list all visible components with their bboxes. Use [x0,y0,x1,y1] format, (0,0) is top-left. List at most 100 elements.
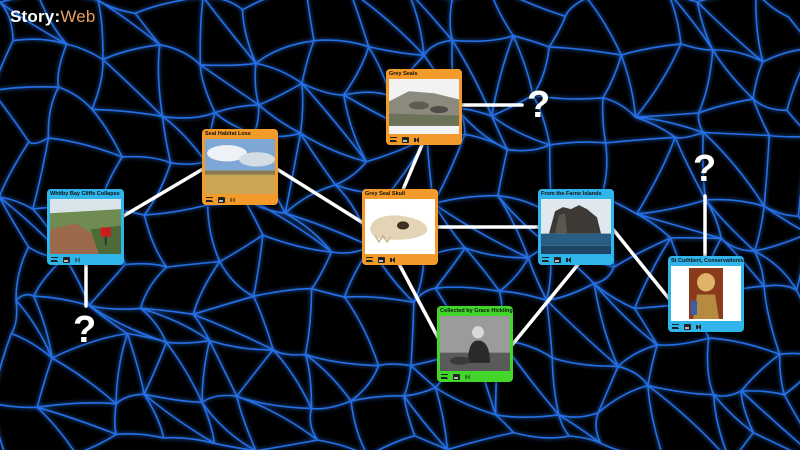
card-from-the-farne-islands[interactable]: From the Farne Islands [538,189,614,265]
image-icon[interactable] [218,196,225,203]
network-strand [778,354,786,396]
network-strand [621,43,681,56]
network-strand [532,46,550,96]
network-strand [712,394,727,450]
network-strand [88,304,141,310]
card-title: Grey Seals [389,71,418,77]
audio-icon[interactable] [75,256,82,263]
network-strand [605,136,676,144]
image-icon[interactable] [63,256,70,263]
network-strand [0,141,30,198]
network-strand [647,384,714,396]
link-greyseals-skull [400,138,426,194]
network-strand [116,432,164,439]
network-strand [258,82,303,106]
network-strand [434,387,449,450]
network-strand [545,300,553,358]
network-strand [464,247,501,292]
audio-icon[interactable] [566,256,573,263]
network-strand [206,204,221,262]
unknown-link-greyseals[interactable]: ? [527,84,551,126]
text-icon[interactable] [366,257,373,262]
card-whitby-bay-cliffs[interactable]: Whitby Bay Cliffs Collapse [47,189,124,265]
network-strand [299,132,367,163]
network-strand [305,353,352,402]
card-title: From the Farne Islands [541,191,602,197]
card-collected-by-grace-hickling[interactable]: Collected by Grace Hickling [437,306,513,382]
network-strand [783,381,800,396]
network-strand [91,59,104,110]
network-strand [600,442,621,450]
app-logo[interactable]: Story:Web [10,7,96,27]
network-strand [0,403,38,409]
image-icon[interactable] [554,256,561,263]
image-icon[interactable] [402,136,409,143]
network-strand [199,0,204,65]
card-title: Whitby Bay Cliffs Collapse [50,191,120,197]
link-farne-grace [510,260,582,347]
network-strand [309,408,319,441]
network-strand [434,247,466,289]
text-icon[interactable] [672,324,679,329]
audio-icon[interactable] [414,136,421,143]
network-strand [218,261,254,298]
network-strand [58,86,93,110]
network-strand [368,45,425,57]
network-strand [241,9,257,64]
text-icon[interactable] [441,374,448,379]
network-strand [304,354,313,409]
network-strand [97,0,161,46]
network-strand [311,287,345,298]
unknown-link-whitby[interactable]: ? [73,309,97,351]
network-strand [753,431,792,450]
audio-icon[interactable] [390,256,397,263]
card-toolbar [202,194,278,205]
network-strand [497,149,509,196]
network-strand [376,435,415,450]
card-grey-seals[interactable]: Grey Seals [386,69,462,145]
card-st-cuthbert-conservationist[interactable]: St Cuthbert, Conservationist [668,256,744,332]
network-strand [708,337,780,355]
card-title: Seal Habitat Loss [205,131,251,137]
network-strand [127,332,167,344]
network-strand [464,247,529,259]
network-strand [209,339,274,351]
network-strand [0,1,67,45]
network-strand [304,288,313,355]
network-strand [532,94,604,100]
network-strand [0,100,30,143]
network-strand [712,394,754,434]
text-icon[interactable] [390,137,397,142]
network-strand [15,299,53,359]
image-icon[interactable] [684,323,691,330]
network-strand [739,432,755,450]
network-strand [144,204,208,216]
audio-icon[interactable] [696,323,703,330]
image-icon[interactable] [378,256,385,263]
network-strand [204,0,257,64]
text-icon[interactable] [542,257,549,262]
card-seal-habitat-loss[interactable]: Seal Habitat Loss [202,129,278,205]
network-strand [0,333,12,372]
image-icon[interactable] [453,373,460,380]
network-strand [414,435,448,450]
audio-icon[interactable] [230,196,237,203]
logo-main: Story: [10,7,61,26]
network-strand [165,341,203,403]
network-strand [587,0,623,56]
network-strand [361,0,425,56]
card-grey-seal-skull[interactable]: Grey Seal Skull [362,189,438,265]
network-strand [126,333,145,395]
unknown-link-cuthbert[interactable]: ? [693,148,717,190]
network-strand [48,137,123,158]
network-strand [755,0,764,63]
text-icon[interactable] [206,197,213,202]
network-strand [254,63,260,106]
text-icon[interactable] [51,257,58,262]
network-strand [242,0,265,11]
network-strand [657,337,709,346]
network-strand [712,49,754,100]
audio-icon[interactable] [465,373,472,380]
network-strand [779,352,800,355]
